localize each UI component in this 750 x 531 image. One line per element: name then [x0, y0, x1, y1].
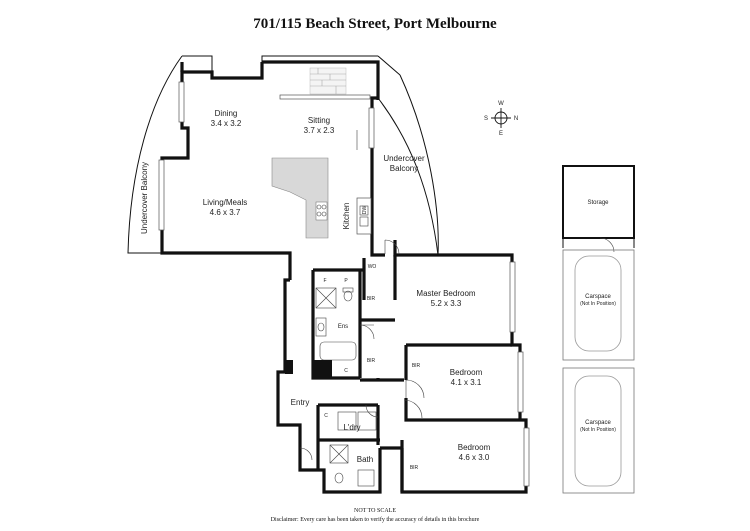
kitchen-bench	[356, 197, 372, 235]
compass-north: N	[514, 116, 518, 122]
laundry-door-icon	[365, 404, 379, 418]
room-master-name: Master Bedroom	[416, 289, 475, 298]
room-entry-label: Entry	[291, 398, 310, 407]
balcony-door-icon	[384, 239, 400, 255]
dishwasher-label: DW	[362, 206, 368, 215]
vanity-icon	[315, 317, 327, 337]
bbq-feature	[309, 67, 347, 95]
bathtub-icon	[319, 341, 357, 361]
carspace-1: Carspace (Not In Position)	[562, 249, 635, 361]
plan-title: 701/115 Beach Street, Port Melbourne	[253, 16, 497, 32]
room-dining-name: Dining	[215, 109, 238, 118]
sitting-east-wall	[370, 96, 378, 222]
balcony-right-label-1: Undercover	[383, 154, 425, 163]
laundry-tub-icon	[337, 411, 357, 431]
room-dining-size: 3.4 x 3.2	[211, 119, 242, 128]
room-laundry-label: L'dry	[343, 423, 360, 432]
compass-icon: W N S E	[484, 101, 518, 137]
room-kitchen-name: Kitchen	[342, 203, 351, 230]
bath-shower-icon	[329, 444, 349, 464]
ensuite-wall	[311, 268, 364, 380]
kitchen-island	[271, 157, 329, 239]
ensuite-door-icon	[359, 324, 375, 340]
wo-label: WO	[368, 264, 377, 270]
cupboard-label-2: C	[324, 413, 328, 419]
cupboard-label-1: C	[344, 368, 348, 374]
master-east-wall	[393, 240, 522, 420]
room-bedroom3-size: 4.6 x 3.0	[459, 453, 490, 462]
storage-room: Storage	[562, 165, 635, 253]
entry-wall	[276, 278, 382, 494]
car-icon	[574, 255, 622, 352]
window-sitting-east	[368, 107, 375, 149]
balcony-left-label: Undercover Balcony	[140, 162, 149, 234]
exterior-wall	[160, 62, 292, 280]
compass-south: S	[484, 116, 488, 122]
toilet-icon	[343, 290, 353, 302]
disclaimer: Disclaimer: Every care has been taken to…	[271, 516, 480, 523]
carspace-2-note: (Not In Position)	[580, 427, 616, 433]
room-sitting-size: 3.7 x 2.3	[304, 126, 335, 135]
window-dining	[178, 81, 185, 123]
balcony-right-outline	[377, 97, 439, 256]
balcony-left-top	[182, 55, 213, 72]
laundry-wall	[316, 403, 380, 470]
room-bedroom2-size: 4.1 x 3.1	[451, 378, 482, 387]
balcony-right-edge	[377, 55, 439, 256]
kitchen-wall	[362, 222, 385, 300]
master-west-wall	[360, 255, 397, 322]
compass-east: E	[499, 131, 503, 137]
room-ensuite-label: Ens	[338, 324, 348, 330]
carspace-2-label: Carspace	[585, 420, 611, 426]
bedroom2-door-icon	[405, 379, 425, 399]
balcony-right-label-2: Balcony	[390, 164, 418, 173]
compass-west: W	[498, 101, 504, 107]
entry-door-icon	[299, 447, 313, 461]
bath-toilet-icon	[334, 472, 344, 484]
shower-icon	[315, 287, 337, 309]
balcony-top-edge	[261, 55, 378, 62]
carspace-1-label: Carspace	[585, 294, 611, 300]
window-sitting	[279, 94, 371, 100]
cooktop	[315, 201, 328, 221]
room-living-size: 4.6 x 3.7	[210, 208, 241, 217]
bir-label-3: BIR	[412, 363, 421, 369]
bir-label-4: BIR	[410, 465, 419, 471]
room-bedroom2-name: Bedroom	[450, 368, 483, 377]
room-sitting-name: Sitting	[308, 116, 330, 125]
pantry-label: P	[344, 278, 348, 284]
carspace-1-note: (Not In Position)	[580, 301, 616, 307]
corridor-wall	[360, 378, 404, 382]
bir-label-2: BIR	[367, 358, 376, 364]
room-living-name: Living/Meals	[203, 198, 247, 207]
bath-vanity-icon	[357, 469, 375, 487]
window-bedroom2	[517, 351, 524, 413]
room-bedroom3-name: Bedroom	[458, 443, 491, 452]
sink-icon	[359, 205, 369, 216]
bedroom2-wall	[404, 343, 520, 422]
ensuite-cupboard	[314, 360, 332, 378]
window-living	[158, 159, 165, 231]
not-to-scale-note: NOT TO SCALE	[354, 508, 396, 514]
carspace-2: Carspace (Not In Position)	[562, 367, 635, 494]
car-icon	[574, 375, 622, 487]
window-bedroom3	[523, 427, 530, 487]
floor-plan	[160, 60, 528, 494]
storage-label: Storage	[587, 200, 609, 206]
bedroom3-door-icon	[403, 399, 423, 419]
room-master-size: 5.2 x 3.3	[431, 299, 462, 308]
exterior-wall-top	[180, 60, 380, 100]
room-bath-label: Bath	[357, 455, 373, 464]
fridge-label: F	[323, 278, 326, 284]
balcony-left-outline	[127, 55, 183, 254]
bir-label-1: BIR	[367, 296, 376, 302]
window-master	[509, 261, 516, 333]
